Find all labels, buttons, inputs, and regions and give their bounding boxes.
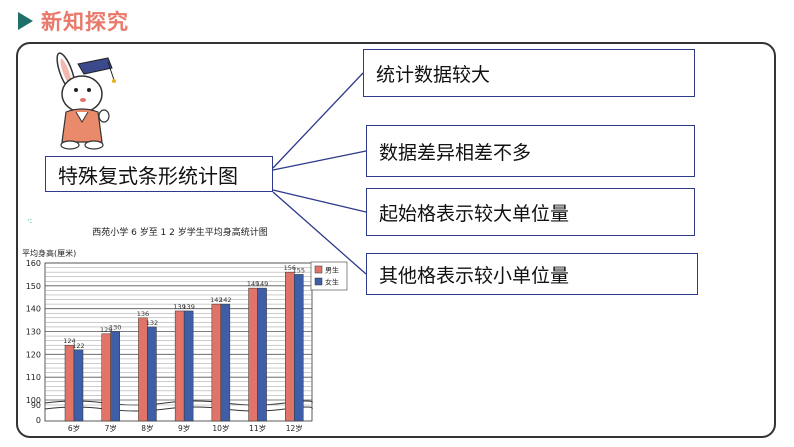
data-label: 142 bbox=[219, 296, 231, 304]
data-label: 149 bbox=[247, 280, 259, 288]
y-tick-label: 90 bbox=[31, 401, 41, 410]
data-label: 129 bbox=[100, 326, 112, 334]
bar-boys bbox=[138, 317, 148, 422]
x-tick-label: 11岁 bbox=[249, 423, 266, 433]
x-tick-label: 9岁 bbox=[178, 423, 190, 433]
legend-label: 女生 bbox=[325, 278, 339, 287]
data-label: 136 bbox=[137, 310, 149, 318]
feature-other-cells-small-unit: 其他格表示较小单位量 bbox=[366, 253, 698, 295]
legend-label: 男生 bbox=[325, 266, 339, 275]
bar-girls bbox=[257, 287, 267, 422]
y-tick-label: 150 bbox=[26, 282, 41, 291]
x-tick-label: 6岁 bbox=[68, 423, 80, 433]
y-tick-label: 160 bbox=[26, 259, 41, 268]
y-tick-label: 120 bbox=[26, 350, 41, 359]
bar-boys bbox=[174, 310, 185, 422]
x-tick-label: 7岁 bbox=[105, 423, 117, 433]
data-label: 139 bbox=[182, 303, 194, 311]
bar-boys bbox=[211, 303, 222, 422]
bar-girls bbox=[183, 310, 194, 422]
y-tick-label: 130 bbox=[26, 328, 41, 337]
chart-type-label: 特殊复式条形统计图 bbox=[45, 156, 273, 192]
section-header: 新知探究 bbox=[18, 6, 129, 36]
bar-boys bbox=[64, 344, 75, 422]
bar-girls bbox=[73, 349, 84, 422]
x-tick-label: 12岁 bbox=[286, 423, 303, 433]
data-label: 122 bbox=[72, 342, 84, 350]
bar-girls bbox=[147, 326, 157, 422]
data-label: 124 bbox=[63, 337, 75, 345]
data-label: 155 bbox=[293, 266, 305, 274]
content-frame bbox=[16, 42, 776, 438]
data-label: 156 bbox=[284, 264, 296, 272]
data-label: 142 bbox=[210, 296, 222, 304]
data-label: 149 bbox=[256, 280, 268, 288]
decorative-dots: ·: bbox=[27, 216, 33, 225]
legend-swatch bbox=[314, 265, 323, 274]
data-label: 130 bbox=[109, 324, 121, 332]
feature-small-difference: 数据差异相差不多 bbox=[366, 125, 695, 177]
bar-boys bbox=[101, 333, 111, 422]
feature-first-cell-large-unit: 起始格表示较大单位量 bbox=[366, 188, 695, 236]
chart-title: 西苑小学 6 岁至 1 2 岁学生平均身高统计图 bbox=[92, 226, 267, 238]
data-label: 139 bbox=[173, 303, 185, 311]
y-tick-label: 100 bbox=[26, 396, 41, 405]
rabbit-teacher-icon bbox=[56, 52, 116, 150]
y-axis-label: 平均身高(厘米) bbox=[22, 248, 76, 258]
data-label: 132 bbox=[146, 319, 158, 327]
y-tick-label: 0 bbox=[36, 416, 41, 425]
x-tick-label: 10岁 bbox=[212, 423, 229, 433]
y-tick-label: 140 bbox=[26, 305, 41, 314]
bar-girls bbox=[220, 303, 231, 422]
feature-large-data: 统计数据较大 bbox=[363, 49, 695, 97]
bar-girls bbox=[294, 274, 304, 422]
bar-boys bbox=[248, 287, 258, 422]
section-title: 新知探究 bbox=[41, 10, 129, 34]
x-tick-label: 8岁 bbox=[141, 423, 153, 433]
bar-girls bbox=[110, 331, 120, 422]
legend-swatch bbox=[314, 277, 323, 286]
bar-boys bbox=[285, 271, 295, 422]
y-tick-label: 110 bbox=[26, 373, 41, 382]
play-triangle-icon bbox=[18, 12, 33, 30]
